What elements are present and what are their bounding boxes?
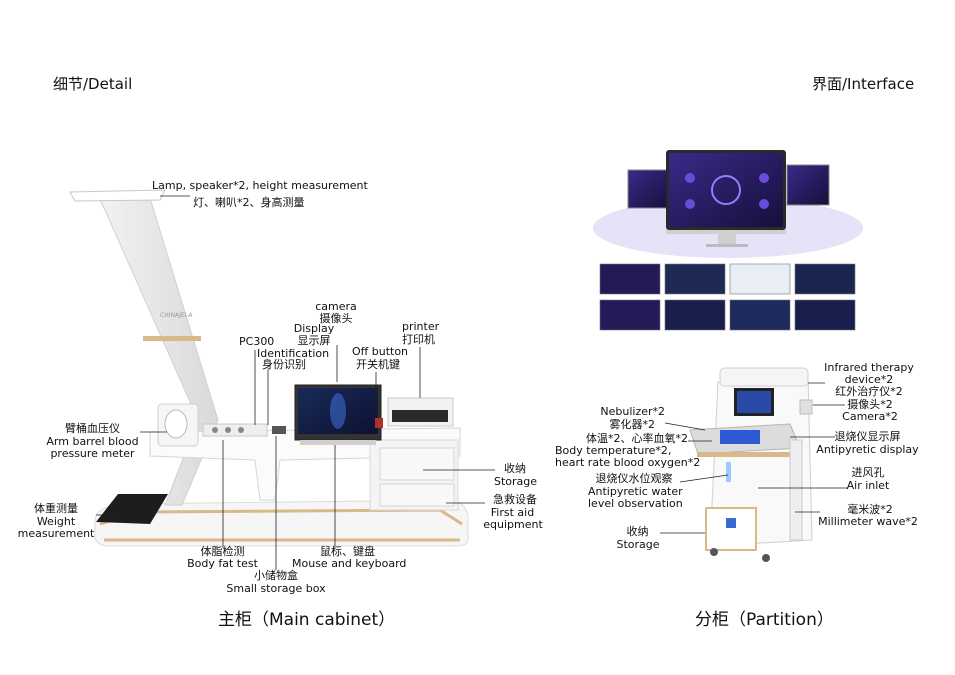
label-bp-en2: pressure meter: [50, 447, 135, 460]
label-weight-en1: Weight: [36, 515, 76, 528]
label-firstaid-en2: equipment: [483, 518, 543, 531]
label-mouse-en: Mouse and keyboard: [292, 557, 407, 570]
label-infrared-en2: device*2: [844, 373, 894, 386]
label-id-cn: 身份识别: [262, 358, 306, 371]
label-bp-en1: Arm barrel blood: [46, 435, 139, 448]
label-display-en: Display: [293, 322, 335, 335]
label-firstaid-en1: First aid: [490, 506, 535, 519]
label-weight-en2: measurement: [17, 527, 95, 540]
label-firstaid-cn: 急救设备: [493, 493, 537, 506]
label-smallbox-en: Small storage box: [226, 582, 326, 595]
weight-plate: [96, 494, 168, 524]
label-camera-cn: 摄像头: [319, 312, 353, 325]
label-smallbox-cn: 小储物盒: [254, 569, 298, 582]
label-bodyfat-en: Body fat test: [187, 557, 258, 570]
label-infrared-cn: 红外治疗仪*2: [835, 385, 903, 398]
label-pc300: PC300: [239, 335, 275, 348]
label-water-en1: Antipyretic water: [588, 485, 683, 498]
label-mmwave-en: Millimeter wave*2: [818, 515, 918, 528]
interface-title: 界面/Interface: [812, 75, 915, 93]
label-airinlet-cn: 进风孔: [851, 466, 885, 479]
label-id-en: Identification: [257, 347, 330, 360]
label-temp-en2: heart rate blood oxygen*2: [555, 456, 701, 469]
label-storage-cn: 收纳: [504, 462, 526, 475]
label-nebulizer-cn: 雾化器*2: [609, 418, 656, 431]
label-lamp-cn: 灯、喇叭*2、身高测量: [193, 196, 305, 209]
label-infrared-en1: Infrared therapy: [824, 361, 914, 374]
label-water-en2: level observation: [588, 497, 683, 510]
label-antidisp-cn: 退烧仪显示屏: [834, 430, 901, 443]
label-camera-en: camera: [315, 300, 357, 313]
label-camera2-en: Camera*2: [842, 410, 898, 423]
label-temp-en1: Body temperature*2,: [555, 444, 672, 457]
label-bodyfat-cn: 体脂检测: [200, 545, 245, 558]
main-cabinet-caption: 主柜（Main cabinet）: [218, 610, 396, 630]
label-off-en: Off button: [352, 345, 409, 358]
label-temp-cn: 体温*2、心率血氧*2: [586, 432, 688, 445]
label-weight-cn: 体重测量: [34, 502, 78, 515]
label-display-cn: 显示屏: [297, 334, 331, 347]
label-printer-en: printer: [402, 320, 440, 333]
label-storage2-en: Storage: [616, 538, 660, 551]
device-brand: CHINAJEI-A: [160, 312, 193, 319]
label-off-cn: 开关机键: [356, 358, 400, 371]
label-antidisp-en: Antipyretic display: [816, 443, 919, 456]
label-storage-en: Storage: [493, 475, 538, 488]
label-water-cn: 退烧仪水位观察: [595, 472, 673, 485]
label-lamp-en: Lamp, speaker*2, height measurement: [152, 179, 368, 192]
label-camera2-cn: 摄像头*2: [847, 398, 893, 411]
label-storage2-cn: 收纳: [626, 525, 649, 538]
label-mmwave-cn: 毫米波*2: [847, 503, 893, 516]
label-mouse-cn: 鼠标、键盘: [320, 545, 375, 558]
label-airinlet-en: Air inlet: [846, 479, 890, 492]
label-bp-cn: 臂桶血压仪: [65, 422, 120, 435]
label-nebulizer-en: Nebulizer*2: [600, 405, 665, 418]
detail-title: 细节/Detail: [53, 75, 133, 93]
partition-caption: 分柜（Partition）: [695, 610, 834, 630]
label-printer-cn: 打印机: [402, 333, 435, 346]
